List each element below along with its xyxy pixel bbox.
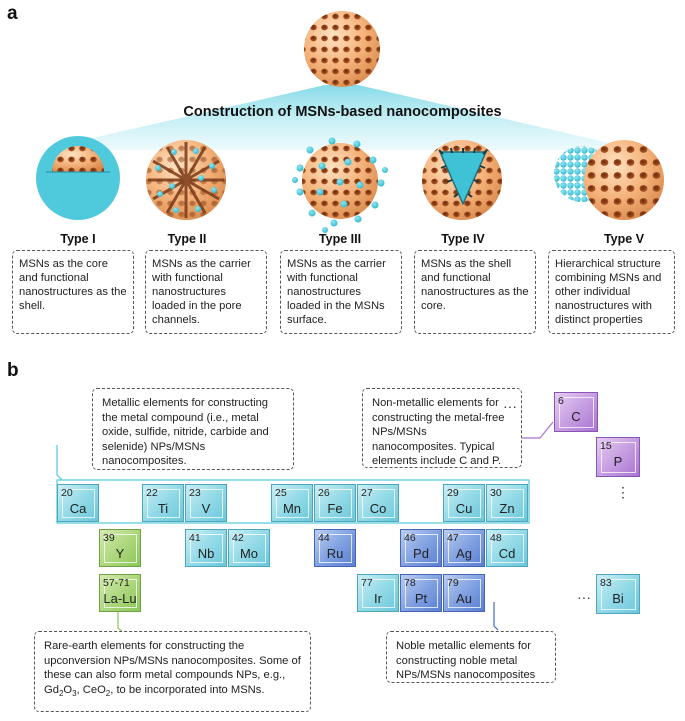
type-i-description: MSNs as the core and functional nanostru… bbox=[12, 250, 134, 334]
element-symbol: La-Lu bbox=[103, 591, 137, 606]
element-number: 26 bbox=[318, 487, 330, 499]
type-iii-label: Type III bbox=[318, 232, 362, 246]
element-number: 39 bbox=[103, 532, 115, 544]
element-symbol: Cd bbox=[498, 546, 516, 561]
element-symbol: Mo bbox=[239, 546, 259, 561]
element-number: 48 bbox=[490, 532, 502, 544]
element-symbol: Ru bbox=[326, 546, 344, 561]
type-ii-graphic bbox=[146, 140, 226, 220]
element-symbol: Nb bbox=[197, 546, 215, 561]
type-iv-description: MSNs as the shell and functional nanostr… bbox=[414, 250, 536, 334]
element-symbol: Y bbox=[115, 546, 125, 561]
element-number: 42 bbox=[232, 532, 244, 544]
element-symbol: Ti bbox=[157, 501, 169, 516]
element-symbol: V bbox=[201, 501, 211, 516]
element-symbol: Ca bbox=[69, 501, 87, 516]
element-symbol: Pd bbox=[413, 546, 429, 561]
element-number: 47 bbox=[447, 532, 459, 544]
note-nonmetallic: Non-metallic elements for constructing t… bbox=[362, 388, 522, 468]
element-number: 30 bbox=[490, 487, 502, 499]
element-symbol: Bi bbox=[612, 591, 624, 606]
type-iv-label: Type IV bbox=[441, 232, 485, 246]
element-symbol: Cu bbox=[455, 501, 473, 516]
fan-beam bbox=[40, 85, 640, 150]
type-iv-graphic bbox=[422, 140, 502, 220]
element-symbol: Fe bbox=[327, 501, 343, 516]
element-number: 29 bbox=[447, 487, 459, 499]
element-number: 57-71 bbox=[103, 577, 130, 589]
banner-title: Construction of MSNs-based nanocomposite… bbox=[183, 104, 502, 120]
element-symbol: Ag bbox=[456, 546, 472, 561]
element-number: 23 bbox=[189, 487, 201, 499]
ellipsis-below-p: ⋮ bbox=[616, 484, 630, 500]
element-symbol: Au bbox=[456, 591, 472, 606]
type-iii-graphic bbox=[292, 137, 388, 233]
element-number: 46 bbox=[404, 532, 416, 544]
element-number: 27 bbox=[361, 487, 373, 499]
type-v-graphic bbox=[554, 140, 664, 220]
element-number: 79 bbox=[447, 577, 459, 589]
note-metallic: Metallic elements for constructing the m… bbox=[92, 388, 294, 470]
type-v-description: Hierarchical structure combining MSNs an… bbox=[548, 250, 675, 334]
element-symbol: C bbox=[571, 409, 581, 424]
element-symbol: P bbox=[613, 454, 623, 469]
panel-a-label: a bbox=[7, 3, 18, 24]
type-i-label: Type I bbox=[60, 232, 96, 246]
type-i-graphic bbox=[36, 136, 120, 220]
type-ii-label: Type II bbox=[167, 232, 207, 246]
element-symbol: Ir bbox=[374, 591, 382, 606]
note-noble: Noble metallic elements for constructing… bbox=[386, 631, 556, 683]
element-symbol: Zn bbox=[499, 501, 515, 516]
element-number: 15 bbox=[600, 440, 612, 452]
element-number: 25 bbox=[275, 487, 287, 499]
element-number: 6 bbox=[558, 395, 564, 407]
element-number: 41 bbox=[189, 532, 201, 544]
element-number: 78 bbox=[404, 577, 416, 589]
element-number: 77 bbox=[361, 577, 373, 589]
type-iii-description: MSNs as the carrier with functional nano… bbox=[280, 250, 402, 334]
msn-sphere-top bbox=[304, 11, 380, 87]
type-ii-description: MSNs as the carrier with functional nano… bbox=[145, 250, 267, 334]
element-number: 20 bbox=[61, 487, 73, 499]
note-rare-earth: Rare-earth elements for constructing the… bbox=[34, 631, 311, 712]
ellipsis-before-bi: ··· bbox=[577, 589, 591, 605]
panel-b-label: b bbox=[7, 360, 19, 381]
element-number: 22 bbox=[146, 487, 158, 499]
ellipsis-before-c: ··· bbox=[503, 398, 517, 414]
element-symbol: Pt bbox=[414, 591, 428, 606]
element-symbol: Co bbox=[369, 501, 387, 516]
element-number: 44 bbox=[318, 532, 330, 544]
element-symbol: Mn bbox=[282, 501, 302, 516]
element-number: 83 bbox=[600, 577, 612, 589]
type-v-label: Type V bbox=[603, 232, 645, 246]
